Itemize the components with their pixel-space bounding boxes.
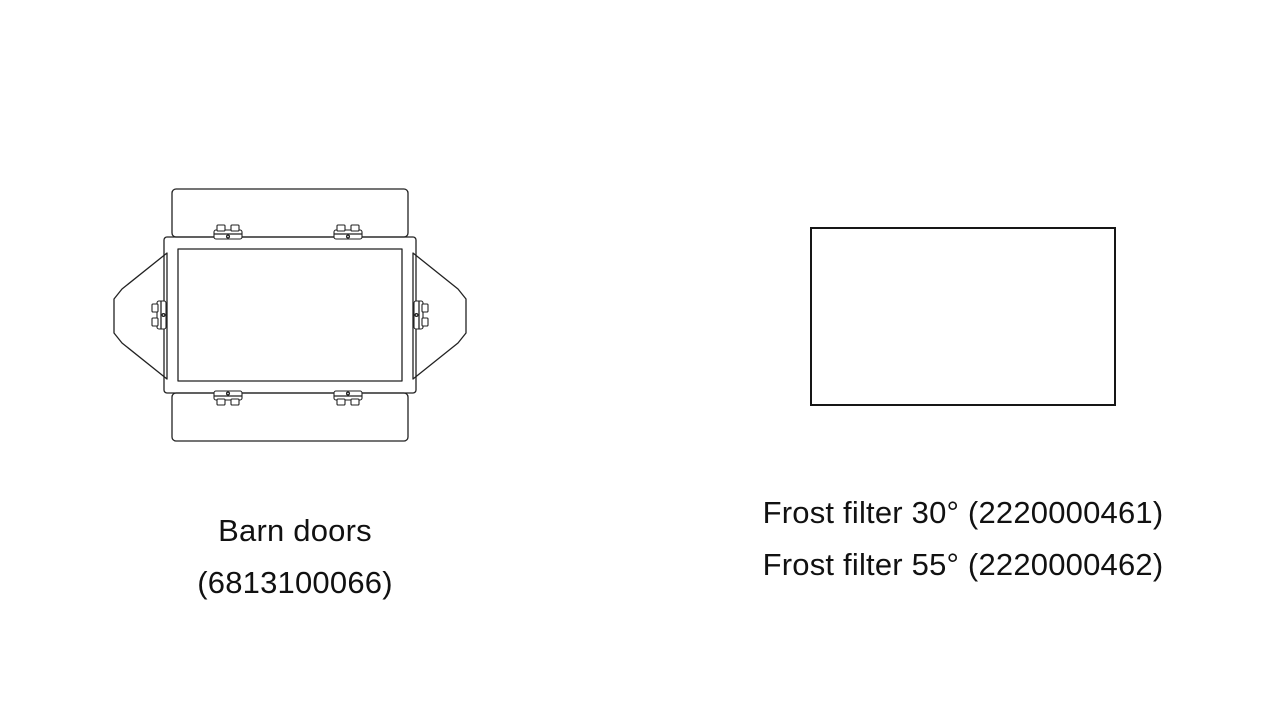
barn-doors-caption: Barn doors (6813100066) bbox=[100, 505, 490, 609]
frost-filter-caption: Frost filter 30° (2220000461) Frost filt… bbox=[713, 487, 1213, 591]
barn-doors-name: Barn doors bbox=[218, 513, 372, 548]
frost-filter-30-label: Frost filter 30° (2220000461) bbox=[762, 495, 1164, 530]
barn-doors-part-number: (6813100066) bbox=[197, 565, 393, 600]
barn-doors-drawing-icon bbox=[113, 188, 467, 442]
frost-filter-55-label: Frost filter 55° (2220000462) bbox=[762, 547, 1164, 582]
barn-doors-diagram bbox=[100, 175, 480, 465]
frost-filter-diagram bbox=[810, 227, 1116, 406]
